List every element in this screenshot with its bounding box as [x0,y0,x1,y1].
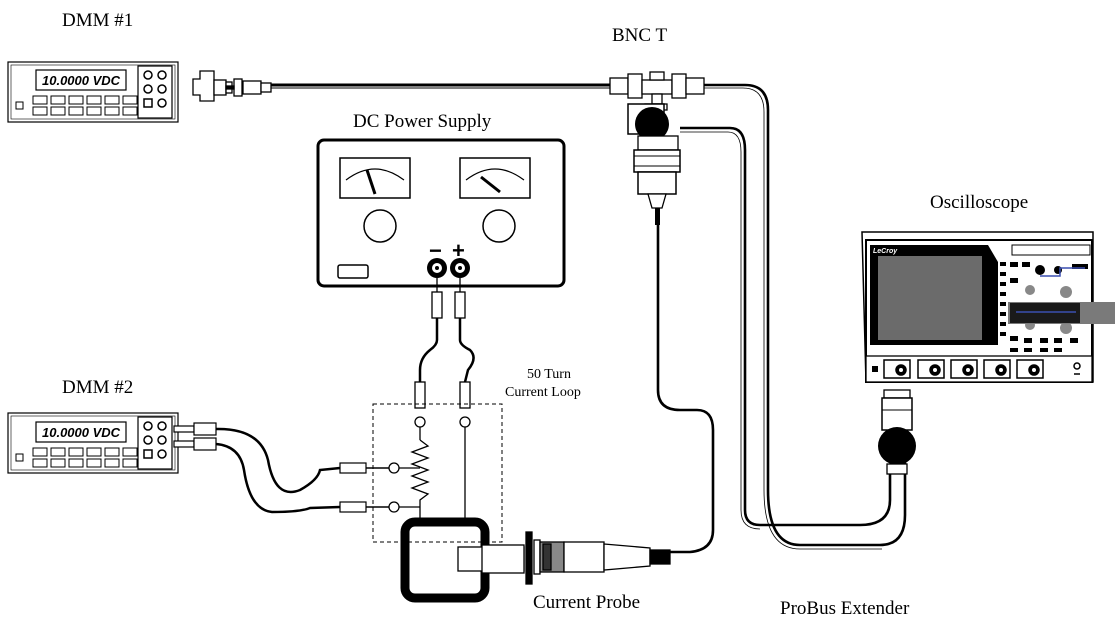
coax-cable-to-dmm1 [271,83,610,89]
dmm1-display [35,69,127,91]
loop-label-line2: Current Loop [505,385,581,400]
current-probe [457,531,671,585]
dmm1-display-text: 10.0000 VDC [42,73,121,88]
power-switch [337,264,369,279]
power-leads [414,278,475,409]
loop-label-line1: 50 Turn [527,367,571,382]
dmm2-display-text: 10.0000 VDC [42,425,121,440]
dmm2-keypad [15,447,138,468]
current-probe-cable [600,225,715,554]
voltage-knob [363,209,397,243]
bnc-t-label: BNC T [612,25,667,46]
oscilloscope-label: Oscilloscope [930,192,1028,213]
dmm2-input-jacks [143,421,167,459]
dmm2-label: DMM #2 [62,377,133,398]
dmm2-test-leads [173,422,389,514]
probus-cable [680,126,892,530]
shunt-resistor [410,439,441,526]
current-meter [459,157,531,199]
dc-power-supply: − + [316,138,566,288]
plus-symbol: + [452,238,465,263]
dmm1-label: DMM #1 [62,10,133,31]
positive-terminal [450,258,470,278]
power-supply-label: DC Power Supply [353,111,492,132]
dmm1-keypad [15,95,138,116]
loop-enclosure [372,403,503,543]
minus-symbol: − [429,238,442,263]
scope-screen [878,256,982,340]
probe-bnc-adapter [627,103,681,225]
scope-channel-inputs [883,359,1044,379]
dmm2-display [35,421,127,443]
coax-cable-to-probus [704,83,907,550]
current-probe-label: Current Probe [533,592,640,613]
bnc-banana-adapter [192,70,272,102]
probus-extender-label: ProBus Extender [780,598,910,619]
scope-brand-logo: LeCroy [873,248,898,255]
negative-terminal [427,258,447,278]
dmm1-input-jacks [143,70,167,108]
dmm1-meter: 10.0000 VDC [7,61,179,123]
dmm2-meter: 10.0000 VDC [7,412,179,474]
current-knob [482,209,516,243]
probus-adapter [878,389,916,475]
oscilloscope: LeCroy [861,231,1115,383]
